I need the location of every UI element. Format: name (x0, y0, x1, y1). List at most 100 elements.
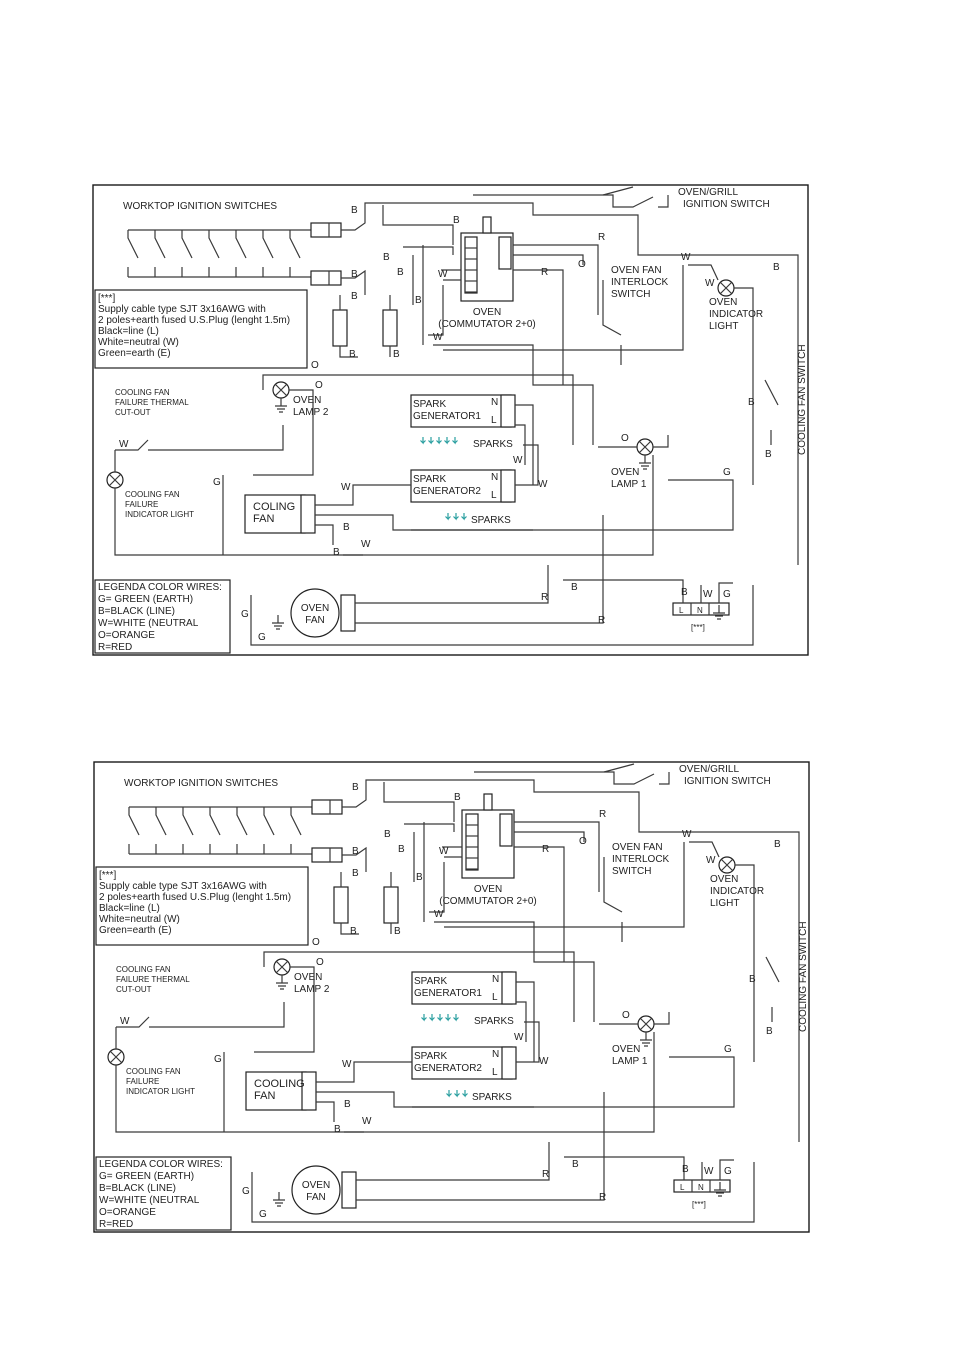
legend-line: W=WHITE (NEUTRAL (98, 618, 199, 629)
note-box (94, 289, 308, 369)
lamp1-label: LAMP 1 (612, 1056, 648, 1067)
label: B (453, 215, 460, 226)
spark2-label: SPARK (413, 474, 446, 485)
wire-black (341, 269, 366, 295)
supply-note-line: White=neutral (W) (98, 337, 179, 348)
legend-line: R=RED (99, 1219, 133, 1230)
worktop-switches (127, 229, 318, 278)
label: L (491, 415, 497, 426)
label: O (315, 380, 323, 391)
label: W (539, 1056, 549, 1067)
cooling-fan-switch (764, 379, 779, 445)
label: B (333, 547, 340, 558)
interlock-label: INTERLOCK (612, 854, 670, 865)
label: B (572, 1159, 579, 1170)
oven-indicator-light (717, 279, 735, 297)
wire (515, 404, 539, 486)
label: R (599, 809, 606, 820)
wire (339, 295, 391, 358)
label: R (598, 232, 605, 243)
label: W (438, 269, 448, 280)
cooling-fan-switch-label: COOLING FAN SWITCH (798, 921, 809, 1032)
fuse-box (333, 886, 349, 924)
oven-fan-circle (291, 1165, 341, 1215)
wire (251, 1092, 755, 1223)
terminal-label: [***] (692, 1200, 706, 1209)
wire (429, 862, 595, 1022)
lamp-cross (275, 384, 287, 396)
supply-note-line: Supply cable type SJT 3x16AWG with (98, 304, 266, 315)
label: B (393, 349, 400, 360)
diagram-frame (92, 184, 809, 656)
diagram-frame (93, 761, 810, 1233)
label: W (433, 332, 443, 343)
cooling-fan-failure-light (107, 1048, 125, 1066)
supply-note-line: [***] (98, 293, 115, 304)
legend-line: O=ORANGE (98, 630, 155, 641)
switch-contact (262, 230, 274, 277)
fan-body (244, 494, 306, 534)
spark-arrow-icon (437, 1014, 443, 1022)
label: L (679, 606, 684, 615)
indicator-label: OVEN (709, 297, 737, 308)
legend-line: LEGENDA COLOR WIRES: (98, 582, 222, 593)
wire (412, 1056, 735, 1108)
switch-contact (128, 807, 140, 854)
wire (599, 1012, 670, 1025)
spark2-label: GENERATOR2 (413, 486, 481, 497)
label: W (681, 252, 691, 263)
lamp-cross (720, 282, 732, 294)
switch-contact (236, 807, 248, 854)
fan-terminal (300, 494, 316, 534)
oven-commutator (460, 216, 514, 302)
label: W (362, 1116, 372, 1127)
label: W (705, 278, 715, 289)
label: B (383, 252, 390, 263)
indicator-label: LIGHT (709, 321, 738, 332)
legend-line: G= GREEN (EARTH) (99, 1171, 194, 1182)
label: O (579, 836, 587, 847)
interlock-switch (603, 857, 623, 942)
label: B (773, 262, 780, 273)
legend-line: G= GREEN (EARTH) (98, 594, 193, 605)
label: B (334, 1124, 341, 1135)
oven-lamp-2 (273, 958, 291, 976)
lamp2-label: LAMP 2 (294, 984, 330, 995)
oven-fan-terminal (341, 1171, 357, 1209)
oven-lamp-2 (272, 381, 290, 399)
thermal-switch (116, 1002, 285, 1028)
failure-light-label: COOLING FAN (126, 1067, 181, 1076)
thermal-label: CUT-OUT (115, 408, 151, 417)
legend-box (95, 1156, 232, 1231)
oven-fan-label: FAN (305, 615, 324, 626)
spark-gen-terminal (501, 971, 517, 1005)
label: L (492, 992, 498, 1003)
label: W (434, 909, 444, 920)
cooling-fan-failure-light (106, 471, 124, 489)
lamp2-label: OVEN (293, 395, 321, 406)
cooling-fan-label: COOLING (254, 1078, 305, 1090)
supply-note-line: White=neutral (W) (99, 914, 180, 925)
label: G (213, 477, 221, 488)
label: N (697, 606, 703, 615)
switch-contact (182, 807, 194, 854)
label: W (538, 479, 548, 490)
supply-note-line: Black=line (L) (99, 903, 160, 914)
label: G (242, 1186, 250, 1197)
commutator-label: OVEN (473, 307, 501, 318)
thermal-label: FAILURE THERMAL (116, 975, 190, 984)
label: B (350, 926, 357, 937)
interlock-switch (602, 280, 622, 365)
switch-contact (154, 230, 166, 277)
thermal-switch (115, 425, 284, 451)
label: G (723, 467, 731, 478)
spark-arrow-icon (445, 513, 451, 521)
switch-contact (289, 230, 301, 277)
supply-note-line: Green=earth (E) (98, 348, 171, 359)
lamp2-label: LAMP 2 (293, 407, 329, 418)
thermal-label: FAILURE THERMAL (115, 398, 189, 407)
spark2-label: GENERATOR2 (414, 1063, 482, 1074)
